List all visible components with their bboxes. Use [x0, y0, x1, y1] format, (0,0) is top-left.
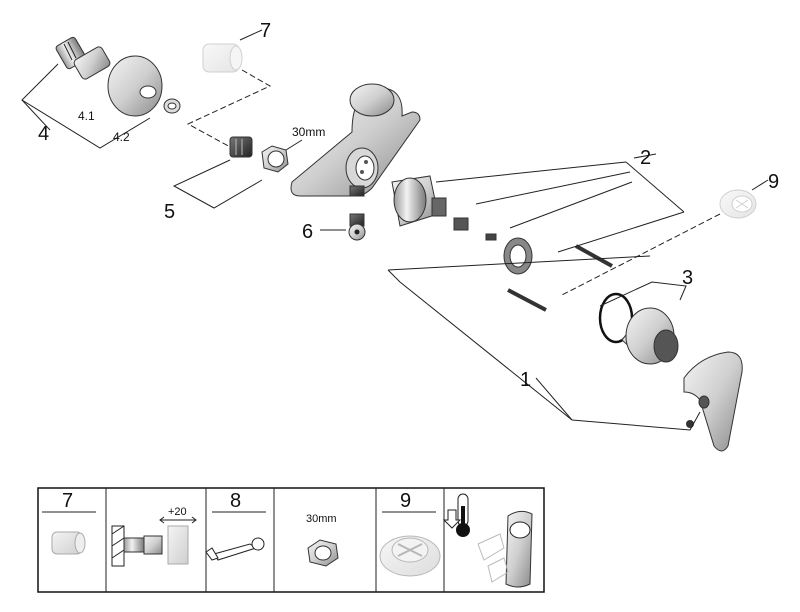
legend-label-30mm: 30mm — [306, 513, 337, 525]
part-4-connector-group — [21, 36, 181, 149]
hex-nut-icon — [261, 145, 289, 173]
label-7: 7 — [260, 20, 271, 42]
part-9-leader — [751, 179, 769, 191]
legend-extension-icon — [51, 531, 86, 555]
thermometer-icon — [456, 493, 470, 537]
part-1-bracket — [387, 255, 701, 431]
down-arrow-icon — [442, 509, 462, 529]
label-6: 6 — [302, 221, 313, 243]
part-9-axis-line — [559, 213, 721, 297]
label-4-1: 4.1 — [78, 109, 95, 123]
mounting-bolt-icon — [507, 244, 613, 312]
legend-label-8: 8 — [230, 490, 241, 512]
label-1: 1 — [520, 369, 531, 391]
part-2-bracket — [435, 153, 685, 253]
mounting-ring-icon — [503, 237, 533, 275]
part-7-extension-icon — [202, 43, 243, 73]
part-7-axis-line — [186, 69, 272, 149]
label-5: 5 — [164, 201, 175, 223]
legend-label-7: 7 — [62, 490, 73, 512]
label-2: 2 — [640, 147, 651, 169]
label-3: 3 — [682, 267, 693, 289]
legend-table: 7 +20 8 30mm — [37, 487, 545, 593]
label-4-2: 4.2 — [113, 130, 130, 144]
part-7-leader — [239, 29, 263, 41]
legend-wall-extension-icon — [111, 516, 197, 567]
sealing-washer-icon — [163, 98, 181, 114]
part-3-sleeve-group — [598, 281, 687, 365]
threaded-fitting-icon — [229, 136, 253, 158]
wall-rosette-icon — [107, 55, 163, 117]
threaded-connector-icon — [55, 36, 111, 80]
label-size-30mm: 30mm — [292, 125, 325, 139]
size-leader — [285, 139, 303, 151]
part-5-fitting-group — [172, 136, 289, 209]
mixer-body-icon — [290, 83, 421, 197]
part-4-bracket — [21, 63, 151, 149]
legend-label-9: 9 — [400, 490, 411, 512]
part-6-screw-icon — [348, 213, 366, 241]
part-4-leader — [21, 99, 51, 131]
legend-trim-cap-icon — [379, 535, 441, 577]
label-9: 9 — [768, 171, 779, 193]
legend-lever-handle-icon — [477, 510, 533, 588]
label-4: 4 — [38, 123, 49, 145]
wrench-icon — [205, 537, 265, 561]
part-9-trim-cap-icon — [719, 189, 757, 219]
legend-label-plus20: +20 — [168, 506, 187, 518]
part-5-bracket — [172, 159, 263, 209]
legend-hex-nut-icon — [307, 539, 339, 567]
lever-handle-icon — [683, 351, 743, 452]
part-2-cartridge-icon — [391, 175, 497, 241]
